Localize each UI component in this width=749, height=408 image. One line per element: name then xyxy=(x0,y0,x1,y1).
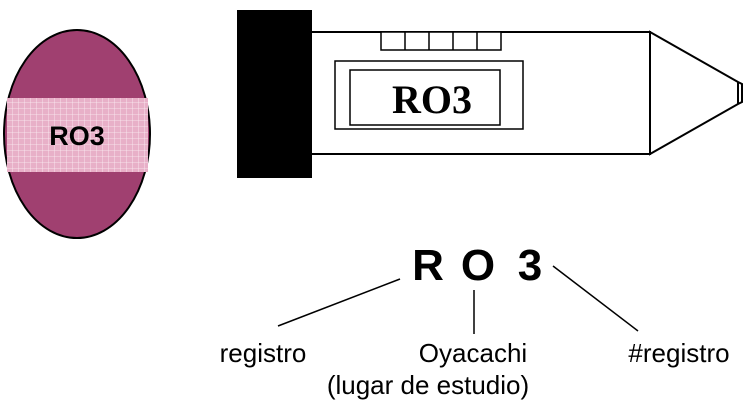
tube-conical-tip xyxy=(649,30,743,156)
tube-label: RO3 xyxy=(392,77,472,122)
code-letter-o: O xyxy=(461,241,495,290)
tube-cap xyxy=(237,10,312,178)
connector-numero-registro xyxy=(552,265,639,332)
sample-tube: RO3 xyxy=(237,10,743,178)
sample-circle: RO3 xyxy=(3,29,151,239)
annotation-oyacachi: Oyacachi xyxy=(419,338,527,368)
tube-label-inner xyxy=(349,69,501,126)
code-letter-r: R xyxy=(412,241,444,290)
sample-circle-label: RO3 xyxy=(49,121,105,151)
code-letter-3: 3 xyxy=(518,241,542,290)
sample-circle-grid-pattern xyxy=(7,98,148,172)
annotation-registro: registro xyxy=(220,338,307,368)
connector-registro xyxy=(277,278,401,327)
code-breakdown: R O 3 registro Oyacachi (lugar de estudi… xyxy=(220,241,730,400)
annotation-numero-registro: #registro xyxy=(628,338,729,368)
tube-graduation-marks xyxy=(380,31,502,51)
annotation-lugar-de-estudio: (lugar de estudio) xyxy=(327,370,529,400)
